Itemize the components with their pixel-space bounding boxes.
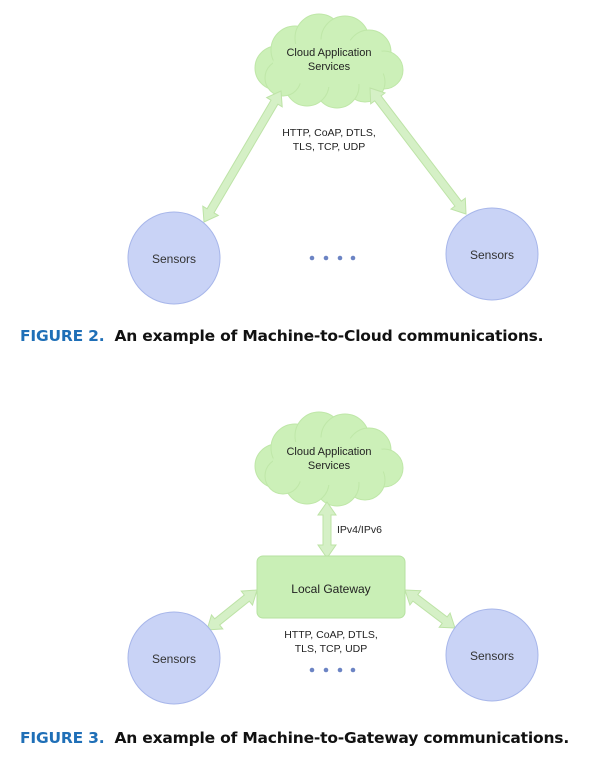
ellipsis-dot	[309, 667, 315, 673]
protocols-label-line-1: HTTP, CoAP, DTLS,	[282, 127, 376, 139]
arrow-shape	[369, 87, 467, 215]
local-gateway-label: Local Gateway	[291, 582, 370, 596]
figure-3-label: FIGURE 3.	[20, 729, 105, 747]
figure-3-caption-text: An example of Machine-to-Gateway communi…	[114, 729, 570, 747]
protocols-label-line-1: HTTP, CoAP, DTLS,	[284, 629, 378, 641]
figure-2-caption-text: An example of Machine-to-Cloud communica…	[114, 327, 544, 345]
sensor-label-right: Sensors	[470, 649, 514, 663]
ellipsis-dot	[309, 255, 315, 261]
cloud-core	[273, 437, 389, 485]
double-arrow-gateway-left-sensor	[206, 589, 258, 631]
local-gateway-box	[256, 555, 406, 619]
ellipsis-dots	[309, 255, 356, 261]
sensor-node-right	[445, 608, 539, 702]
double-arrow-cloud-gateway	[317, 501, 337, 559]
arrow-shape	[206, 589, 258, 631]
figure-2-diagram: Cloud Application Services HTTP, CoAP, D…	[127, 13, 539, 305]
sensor-node-right	[445, 207, 539, 301]
cloud-label-line-1: Cloud Application	[286, 47, 371, 59]
figure-3-caption: FIGURE 3. An example of Machine-to-Gatewa…	[20, 729, 569, 747]
ellipsis-dot	[350, 255, 356, 261]
protocols-label-line-2: TLS, TCP, UDP	[293, 141, 366, 153]
cloud-label-line-2: Services	[308, 61, 351, 73]
cloud-shape	[254, 411, 404, 507]
sensor-node-left	[127, 211, 221, 305]
arrow-shape	[317, 501, 337, 559]
double-arrow-cloud-right-sensor	[369, 87, 467, 215]
cloud-core	[273, 39, 389, 87]
ellipsis-dot	[350, 667, 356, 673]
sensor-node-left	[127, 611, 221, 705]
double-arrow-cloud-left-sensor	[202, 90, 283, 223]
ip-protocol-label: IPv4/IPv6	[337, 524, 382, 536]
arrow-shape	[202, 90, 283, 223]
sensor-label-left: Sensors	[152, 652, 196, 666]
ellipsis-dots	[309, 667, 356, 673]
cloud-shape	[254, 13, 404, 109]
sensor-label-right: Sensors	[470, 248, 514, 262]
ellipsis-dot	[323, 255, 329, 261]
protocols-label-line-2: TLS, TCP, UDP	[295, 643, 368, 655]
cloud-label-line-1: Cloud Application	[286, 446, 371, 458]
ellipsis-dot	[323, 667, 329, 673]
figure-2-label: FIGURE 2.	[20, 327, 105, 345]
sensor-label-left: Sensors	[152, 252, 196, 266]
figure-3-diagram: Cloud Application Services IPv4/IPv6 Loc…	[127, 411, 539, 705]
ellipsis-dot	[337, 255, 343, 261]
figure-2-caption: FIGURE 2. An example of Machine-to-Cloud …	[20, 327, 544, 345]
arrow-shape	[404, 589, 456, 629]
double-arrow-gateway-right-sensor	[404, 589, 456, 629]
ellipsis-dot	[337, 667, 343, 673]
cloud-label-line-2: Services	[308, 460, 351, 472]
